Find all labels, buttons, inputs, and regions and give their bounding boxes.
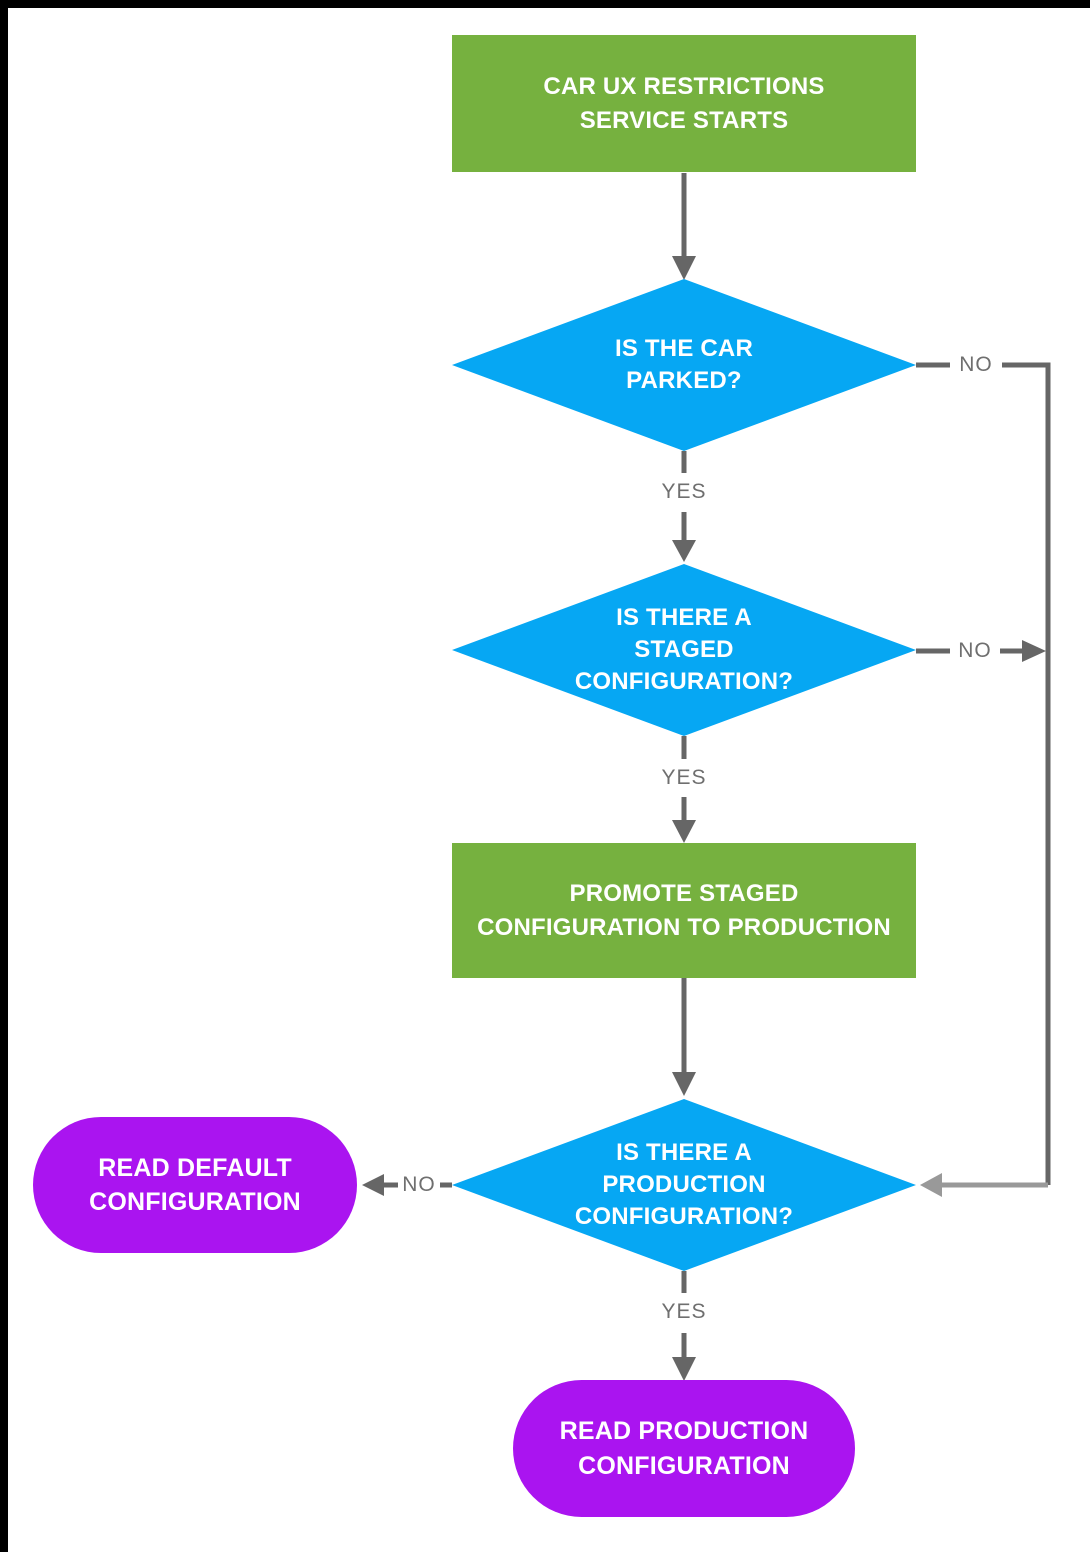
frame-left-edge [0, 0, 8, 1552]
edge-label-staged-yes: YES [661, 766, 707, 789]
frame-top-edge [0, 0, 1090, 8]
edge-label-production-yes: YES [661, 1300, 707, 1323]
node-start: CAR UX RESTRICTIONS SERVICE STARTS [452, 35, 916, 172]
edge-label-production-no: NO [402, 1173, 436, 1196]
node-is-car-parked: IS THE CAR PARKED? [452, 279, 916, 451]
arrowhead-production-yes [672, 1357, 696, 1381]
edge-label-parked-yes: YES [661, 480, 707, 503]
arrowhead-into-parked [672, 256, 696, 280]
arrowhead-into-production-q [672, 1072, 696, 1096]
arrowhead-staged-no [1022, 640, 1046, 662]
node-is-production-configuration: IS THERE A PRODUCTION CONFIGURATION? [452, 1099, 916, 1271]
node-is-staged-configuration: IS THERE A STAGED CONFIGURATION? [452, 564, 916, 736]
arrowhead-staged-yes [672, 820, 696, 843]
arrowhead-merged-no [920, 1173, 942, 1197]
edge-label-parked-no: NO [959, 353, 993, 376]
node-promote-staged: PROMOTE STAGED CONFIGURATION TO PRODUCTI… [452, 843, 916, 978]
arrowhead-production-no [362, 1174, 384, 1196]
arrowhead-parked-yes [672, 540, 696, 562]
edge-label-staged-no: NO [958, 639, 992, 662]
node-read-default-configuration: READ DEFAULT CONFIGURATION [33, 1117, 357, 1253]
edge-parked-no-downline [1002, 362, 1051, 1185]
node-read-production-configuration: READ PRODUCTION CONFIGURATION [513, 1380, 855, 1517]
